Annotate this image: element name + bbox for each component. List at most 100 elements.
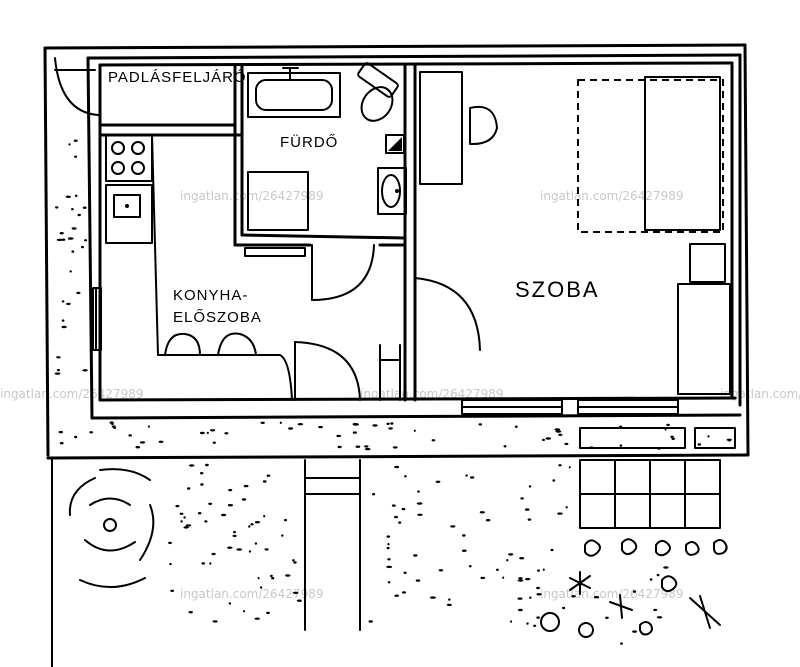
gravel-dot [279, 421, 282, 424]
gravel-dot [227, 504, 233, 507]
outer-walls [43, 43, 750, 460]
gravel-dot [671, 437, 675, 440]
room-label: SZOBA [515, 277, 600, 302]
gravel-dot [649, 578, 653, 581]
gravel-dot [263, 515, 266, 518]
gravel-dot [707, 435, 710, 438]
gravel-dot [227, 546, 233, 549]
gravel-dot [187, 487, 191, 490]
gravel-dot [368, 620, 373, 623]
gravel-dot [448, 598, 451, 601]
gravel-dot [555, 430, 562, 433]
gravel-dot [212, 441, 216, 444]
gravel-dot [68, 237, 71, 240]
kitchen-label-line1: KONYHA- [173, 287, 248, 304]
gravel-dot [210, 429, 216, 432]
gravel-dot [429, 596, 436, 599]
kitchen-counter-icon [151, 134, 159, 356]
gravel-dot [446, 603, 452, 607]
gravel-dot [81, 245, 84, 249]
gravel-dot [228, 488, 233, 492]
gravel-dot [413, 429, 416, 432]
gravel-dot [135, 446, 141, 449]
gravel-dot [401, 591, 407, 594]
gravel-dot [248, 550, 251, 553]
nightstand-icon [689, 243, 726, 283]
gravel-dot [593, 596, 600, 599]
gravel-dot [416, 502, 423, 505]
gravel-dot [111, 422, 114, 426]
gravel-dot [663, 566, 669, 569]
attic-stairs-label: PADLÁSFELJÁRÓ [108, 69, 247, 86]
entrance-door [294, 341, 401, 401]
gravel-dot [200, 483, 204, 486]
gravel-dot [388, 427, 393, 430]
stove-icon [105, 134, 153, 182]
gravel-dot [209, 562, 212, 565]
sink-icon [105, 184, 153, 244]
washbasin-icon [377, 167, 407, 215]
gravel-dot [270, 574, 273, 578]
gravel-dot [199, 431, 205, 435]
gravel-dot [264, 548, 269, 551]
gravel-dot [386, 565, 393, 569]
gravel-dot [236, 548, 243, 551]
gravel-dot [619, 444, 623, 447]
gravel-dot [438, 569, 444, 572]
paving-tiles [579, 459, 721, 529]
gravel-dot [510, 620, 513, 623]
gravel-dot [147, 425, 150, 428]
gravel-dot [552, 479, 556, 482]
shower-tray-icon [247, 171, 309, 231]
gravel-dot [415, 579, 421, 582]
gravel-dot [514, 425, 518, 428]
gravel-dot [337, 445, 342, 449]
gravel-dot [372, 424, 378, 427]
gravel-dot [271, 577, 275, 580]
bathroom-label: FÜRDŐ [280, 133, 338, 151]
wardrobe-icon [419, 71, 463, 185]
gravel-dot [528, 485, 532, 488]
gravel-dot [536, 586, 540, 590]
gravel-dot [170, 589, 175, 592]
gravel-dot [71, 250, 75, 253]
gravel-dot [74, 435, 78, 439]
gravel-dot [58, 430, 63, 434]
watermarks: ingatlan.com/26427989 ingatlan.com/26427… [0, 189, 800, 601]
dining-table-icon [157, 332, 293, 401]
gravel-dot [250, 523, 254, 526]
chair-icon [469, 106, 498, 146]
gravel-dot [292, 591, 299, 594]
gravel-dot [54, 372, 61, 375]
gravel-dot [185, 524, 192, 527]
gravel-dot [518, 577, 523, 580]
gravel-dot [212, 620, 218, 623]
gravel-dot [518, 608, 523, 612]
gravel-dot [128, 434, 132, 437]
gravel-dot [69, 270, 72, 273]
gravel-dot [670, 435, 674, 438]
gravel-dot [503, 445, 507, 448]
gravel-dot [656, 616, 663, 619]
gravel-dot [398, 521, 402, 524]
gravel-dot [394, 465, 400, 469]
bed-icon [644, 76, 721, 231]
gravel-dot [82, 369, 88, 372]
gravel-dot [71, 208, 74, 211]
gravel-dot [431, 439, 436, 442]
gravel-dot [113, 426, 116, 430]
gravel-dot [66, 302, 71, 306]
gravel-dot [74, 194, 78, 197]
gravel-dot [208, 502, 213, 505]
gravel-dot [496, 568, 499, 571]
gravel-dot [536, 593, 542, 596]
gravel-dot [288, 427, 294, 430]
gravel-dot [525, 577, 531, 581]
gravel-dot [205, 463, 209, 467]
gravel-dot [565, 506, 568, 509]
kitchen-label-line2: ELŐSZOBA [173, 309, 262, 326]
gravel-dot [372, 493, 376, 496]
gravel-dot [82, 206, 87, 209]
gravel-dot [526, 622, 529, 625]
gravel-dot [74, 155, 77, 158]
